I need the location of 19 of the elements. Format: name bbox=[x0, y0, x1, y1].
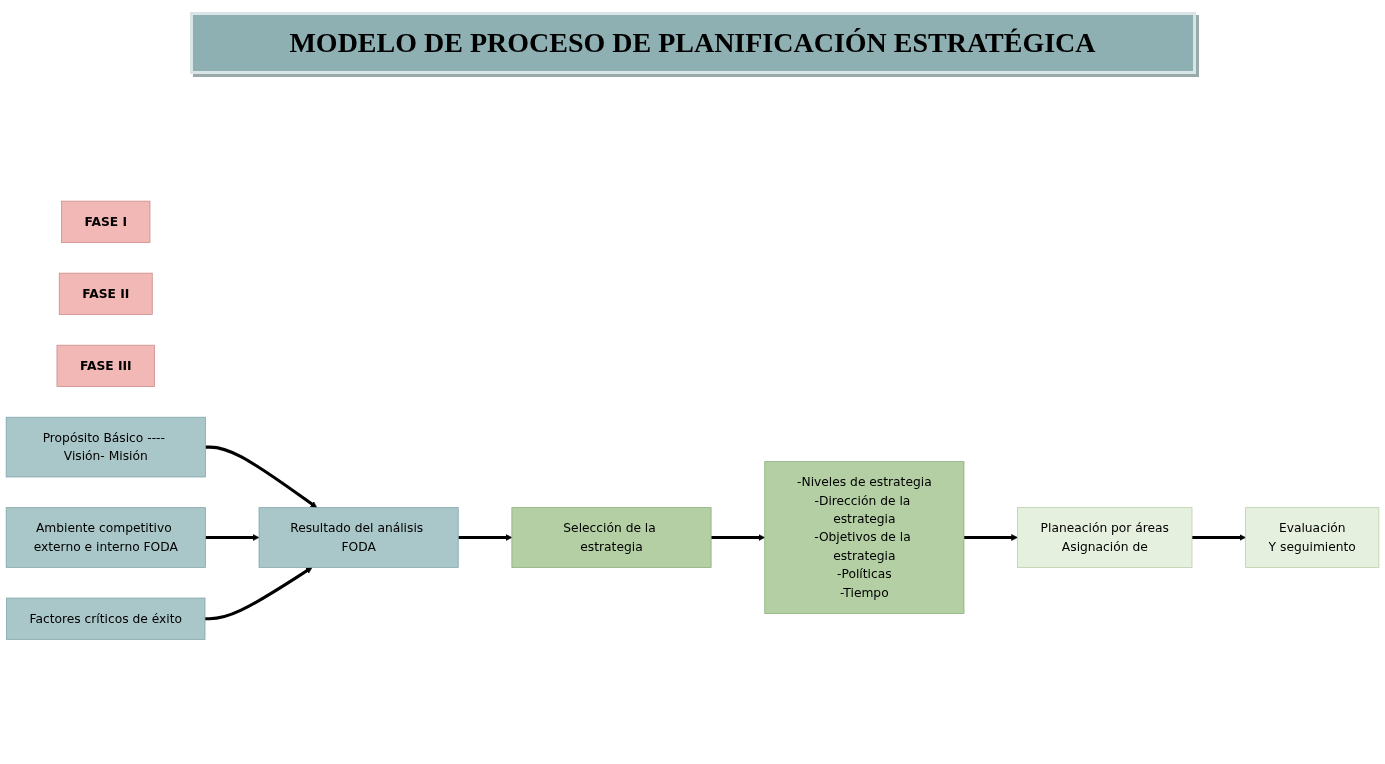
node-box: -Niveles de estrategia -Dirección de la estrategia -Objetivos de la estrategia -Políticas -Tiempo bbox=[764, 461, 965, 614]
node-box: Resultado del análisis FODA bbox=[258, 506, 459, 568]
node-box: Propósito Básico ---- Visión- Misión bbox=[5, 416, 206, 478]
node-box: FASE II bbox=[58, 272, 153, 315]
arrow bbox=[458, 533, 513, 541]
arrow bbox=[963, 533, 1018, 541]
node-box: FASE III bbox=[56, 344, 155, 387]
node-box: Ambiente competitivo externo e interno FODA bbox=[5, 506, 206, 568]
node-box: Factores críticos de éxito bbox=[6, 597, 206, 640]
node-box: Planeación por áreas Asignación de bbox=[1017, 506, 1193, 568]
title-banner: MODELO DE PROCESO DE PLANIFICACIÓN ESTRATÉGICA bbox=[189, 12, 1196, 74]
arrow bbox=[711, 533, 766, 541]
arrow bbox=[1192, 533, 1246, 541]
node-box: Evaluación Y seguimiento bbox=[1245, 506, 1380, 568]
arrow bbox=[205, 445, 318, 508]
arrow bbox=[205, 533, 260, 541]
node-box: FASE I bbox=[61, 200, 151, 243]
arrow bbox=[205, 566, 313, 620]
node-box: Selección de la estrategia bbox=[511, 506, 712, 568]
